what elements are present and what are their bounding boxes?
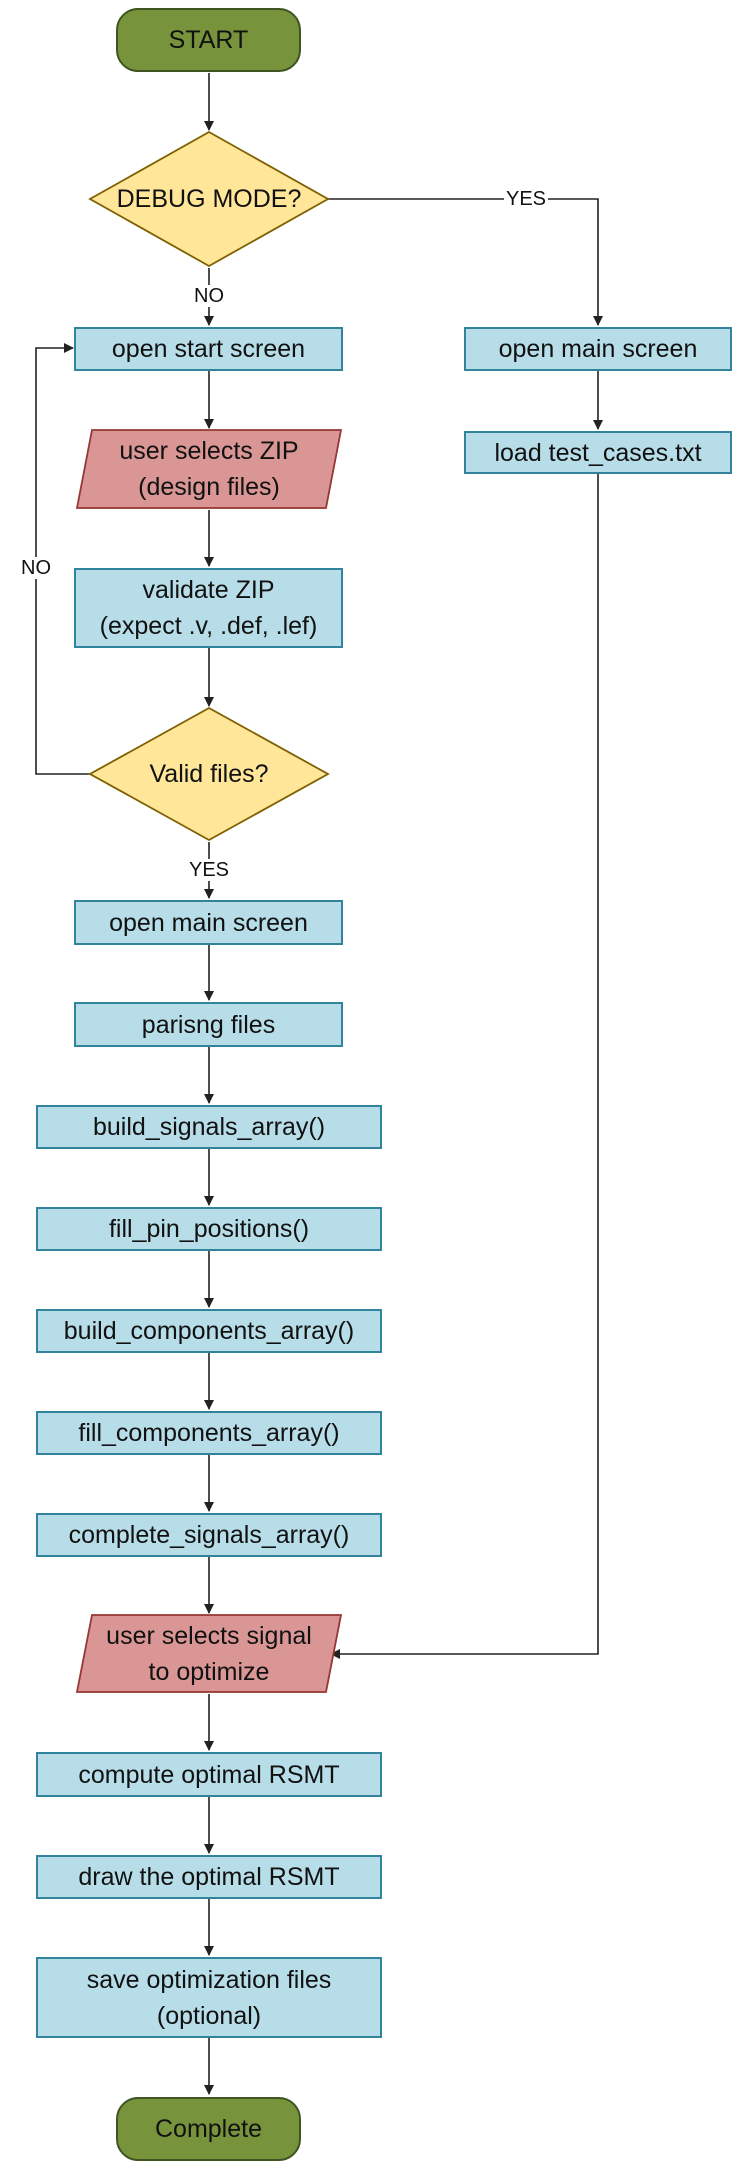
complete-signals-array-label: complete_signals_array()	[68, 1521, 350, 1549]
fill-pin-positions-label: fill_pin_positions()	[108, 1215, 310, 1243]
parsing-files-label: parisng files	[141, 1010, 276, 1039]
complete-signals-array-box: complete_signals_array()	[36, 1513, 382, 1557]
draw-optimal-rsmt-label: draw the optimal RSMT	[78, 1863, 340, 1891]
user-selects-signal-label: user selects signal to optimize	[106, 1621, 312, 1686]
open-start-screen-box: open start screen	[74, 327, 343, 371]
user-selects-zip-label: user selects ZIP (design files)	[119, 437, 299, 501]
start-terminal: START	[116, 8, 301, 72]
decision-valid-files-shape	[88, 706, 330, 842]
debug-mode-label: DEBUG MODE?	[116, 185, 302, 213]
save-optimization-files-label: save optimization files (optional)	[86, 1965, 332, 2030]
fill-pin-positions-box: fill_pin_positions()	[36, 1207, 382, 1251]
validate-zip-label: validate ZIP (expect .v, .def, .lef)	[99, 576, 318, 640]
complete-terminal: Complete	[116, 2097, 301, 2161]
io-user-selects-signal-shape	[75, 1614, 343, 1693]
open-main-screen-label: open main screen	[109, 908, 308, 937]
debug-yes-label: YES	[503, 188, 549, 210]
build-components-array-label: build_components_array()	[63, 1317, 355, 1345]
valid-files-label: Valid files?	[149, 760, 269, 788]
build-signals-array-label: build_signals_array()	[92, 1113, 326, 1141]
open-start-screen-label: open start screen	[111, 335, 306, 363]
build-components-array-box: build_components_array()	[36, 1309, 382, 1353]
io-user-selects-zip-shape	[75, 429, 343, 509]
user-selects-signal-io: user selects signal to optimize	[77, 1615, 341, 1692]
open-main-screen-box: open main screen	[74, 900, 343, 945]
compute-optimal-rsmt-label: compute optimal RSMT	[78, 1760, 340, 1789]
decision-valid-files: Valid files?	[90, 754, 328, 794]
decision-debug-mode: DEBUG MODE?	[90, 179, 328, 219]
draw-optimal-rsmt-box: draw the optimal RSMT	[36, 1855, 382, 1899]
debug-open-main-screen-box: open main screen	[464, 327, 732, 371]
load-test-cases-label: load test_cases.txt	[494, 438, 702, 467]
start-label: START	[168, 26, 249, 54]
parsing-files-box: parisng files	[74, 1002, 343, 1047]
valid-no-label: NO	[19, 557, 53, 579]
load-test-cases-box: load test_cases.txt	[464, 431, 732, 474]
debug-open-main-screen-label: open main screen	[498, 335, 698, 363]
user-selects-zip-io: user selects ZIP (design files)	[77, 430, 341, 508]
connector-debug-yes	[328, 198, 603, 326]
compute-optimal-rsmt-box: compute optimal RSMT	[36, 1752, 382, 1797]
fill-components-array-box: fill_components_array()	[36, 1411, 382, 1455]
save-optimization-files-box: save optimization files (optional)	[36, 1957, 382, 2038]
fill-components-array-label: fill_components_array()	[78, 1419, 340, 1447]
connector-load-tests-to-select-signal	[330, 474, 599, 1659]
complete-label: Complete	[155, 2115, 262, 2143]
build-signals-array-box: build_signals_array()	[36, 1105, 382, 1149]
validate-zip-box: validate ZIP (expect .v, .def, .lef)	[74, 568, 343, 648]
debug-no-label: NO	[192, 285, 226, 307]
decision-debug-mode-shape	[88, 130, 330, 268]
valid-yes-label: YES	[186, 859, 232, 881]
